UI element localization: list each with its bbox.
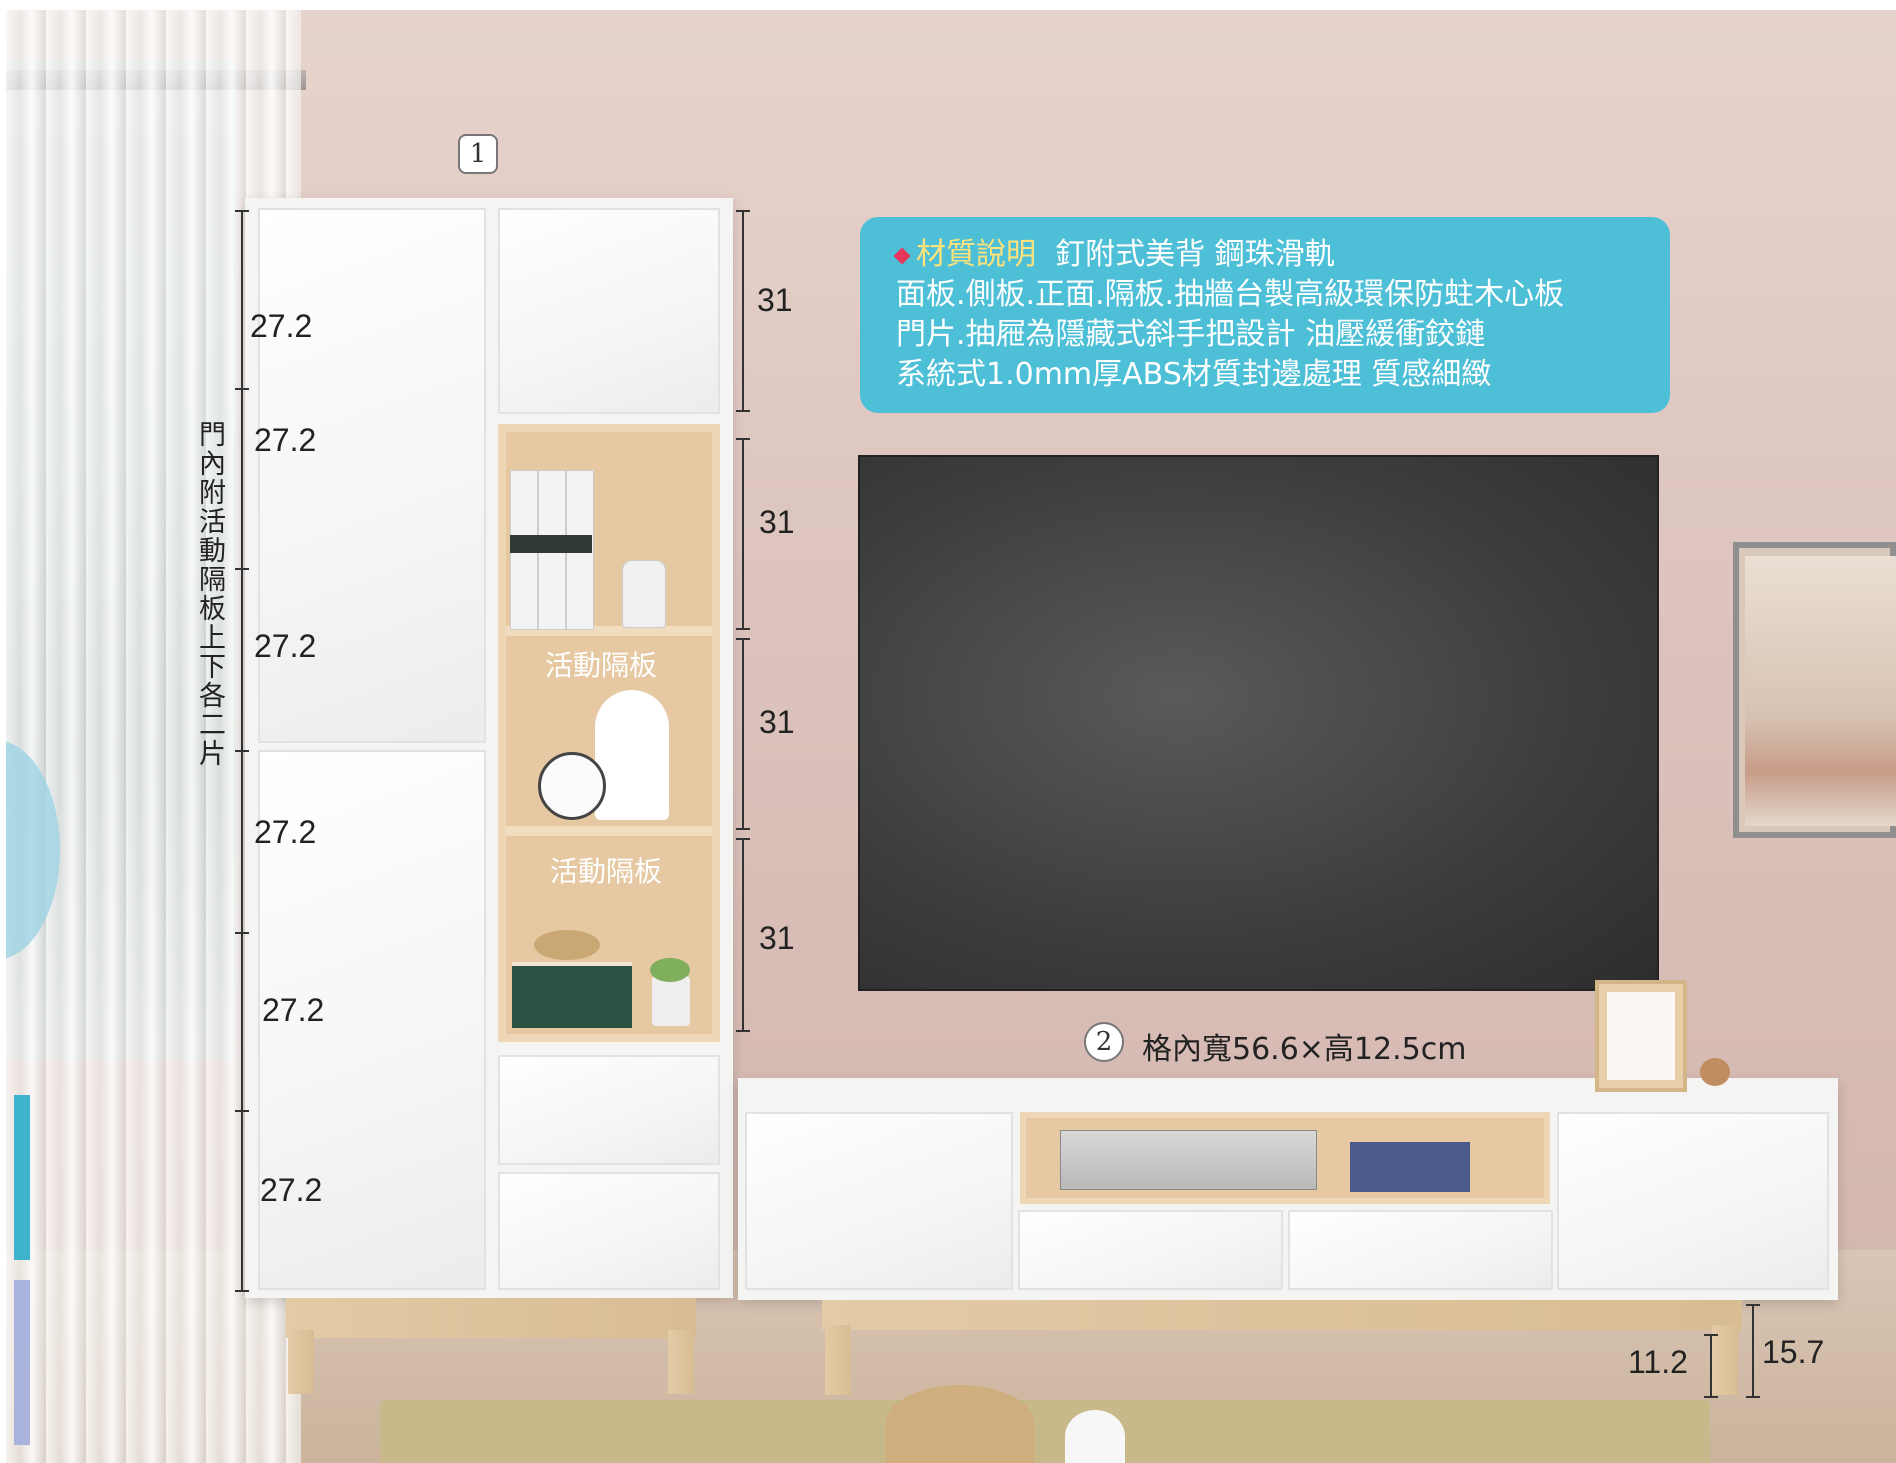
lantern-decor [622,560,666,628]
cabinet-leg-right [668,1330,694,1394]
cabinet-door-lower [258,750,486,1290]
book-band [510,535,592,553]
stand-leg-right [1712,1325,1738,1395]
stand-leg-left [825,1325,851,1395]
cabinet-drawer-2 [498,1172,720,1290]
left-dim-4: 27.2 [254,814,317,850]
cabinet-door-upper [258,208,486,743]
stand-drawer-left [1018,1210,1283,1290]
dim-tick [736,838,750,840]
rug [380,1400,1710,1463]
plant-pot [652,976,690,1026]
right-dim-3: 31 [759,704,795,740]
basket-decor [534,930,600,960]
dim-tick [235,388,249,390]
dim-tick [1746,1396,1760,1398]
left-dim-1: 27.2 [250,308,313,344]
info-line-2: 面板.側板.正面.隔板.抽牆台製高級環保防蛀木心板 [896,277,1565,312]
stand-drawer-right [1288,1210,1553,1290]
left-dim-3: 27.2 [254,628,317,664]
left-dim-2: 27.2 [254,422,317,458]
material-info-box: 材質說明 釘附式美背 鋼珠滑軌 面板.側板.正面.隔板.抽牆台製高級環保防蛀木心… [860,217,1670,413]
right-dim-line-4 [742,838,744,1030]
stand-door-left [745,1112,1013,1290]
left-dim-5: 27.2 [262,992,325,1028]
diamond-icon [893,247,911,264]
leg-dim-inner: 11.2 [1628,1344,1688,1380]
book-stack [512,962,632,1028]
info-line-1: 材質說明 釘附式美背 鋼珠滑軌 [893,235,1335,275]
info-line-3: 門片.抽屜為隱藏式斜手把設計 油壓緩衝鉸鏈 [896,317,1486,352]
shelf-label-2: 活動隔板 [550,855,663,888]
wall-picture [1745,556,1896,826]
vase-decor [595,690,669,820]
side-tab-lavender [14,1280,30,1445]
stand-base [822,1300,1742,1330]
leg-dim-line-outer [1752,1304,1754,1396]
dim-tick [235,1110,249,1112]
dim-tick [736,210,750,212]
side-tab-teal [14,1095,30,1260]
right-dim-line-1 [742,210,744,410]
dim-tick [736,638,750,640]
cabinet-base [286,1298,696,1338]
straw-hat [885,1385,1035,1463]
dim-tick [736,1030,750,1032]
info-line1-text: 釘附式美背 鋼珠滑軌 [1055,237,1335,272]
magazines [1350,1142,1470,1192]
cabinet-leg-left [288,1330,314,1394]
dim-tick [235,210,249,212]
shelf-board-1 [506,626,712,636]
door-shelf-note: 門內附活動隔板上下各二片 [194,420,225,768]
television [858,455,1659,991]
top-border [0,0,1896,10]
leg-dim-line-inner [1710,1334,1712,1396]
info-title: 材質說明 [916,237,1036,272]
dim-tick [235,750,249,752]
cabinet-number-badge: 1 [458,134,498,174]
clock-icon [538,752,606,820]
dim-tick [235,1290,249,1292]
right-dim-1: 31 [757,282,793,318]
dim-tick [1746,1304,1760,1306]
dim-tick [1704,1334,1718,1336]
photo [1607,992,1675,1080]
dim-tick [1704,1396,1718,1398]
stand-compartment-note: 格內寬56.6×高12.5cm [1142,1032,1467,1067]
cabinet-top-door [498,208,720,414]
dim-tick [736,410,750,412]
cat-figurine [1065,1410,1125,1463]
dim-tick [235,568,249,570]
plant-leaves [650,958,690,982]
dim-tick [736,438,750,440]
small-decor-ball [1700,1058,1730,1086]
shelf-board-2 [506,826,712,836]
left-border [0,0,6,1463]
stand-door-right [1557,1112,1829,1290]
leg-dim-outer: 15.7 [1762,1334,1825,1370]
dim-tick [736,628,750,630]
dim-tick [235,932,249,934]
right-dim-2: 31 [759,504,795,540]
right-dim-line-2 [742,438,744,628]
info-line-4: 系統式1.0mm厚ABS材質封邊處理 質感細緻 [896,357,1492,392]
left-dim-6: 27.2 [260,1172,323,1208]
stand-number-badge: 2 [1084,1022,1124,1062]
right-dim-line-3 [742,638,744,828]
cabinet-drawer-1 [498,1055,720,1165]
shelf-label-1: 活動隔板 [545,649,658,682]
right-dim-4: 31 [759,920,795,956]
dvd-player [1060,1130,1317,1190]
dim-tick [736,828,750,830]
